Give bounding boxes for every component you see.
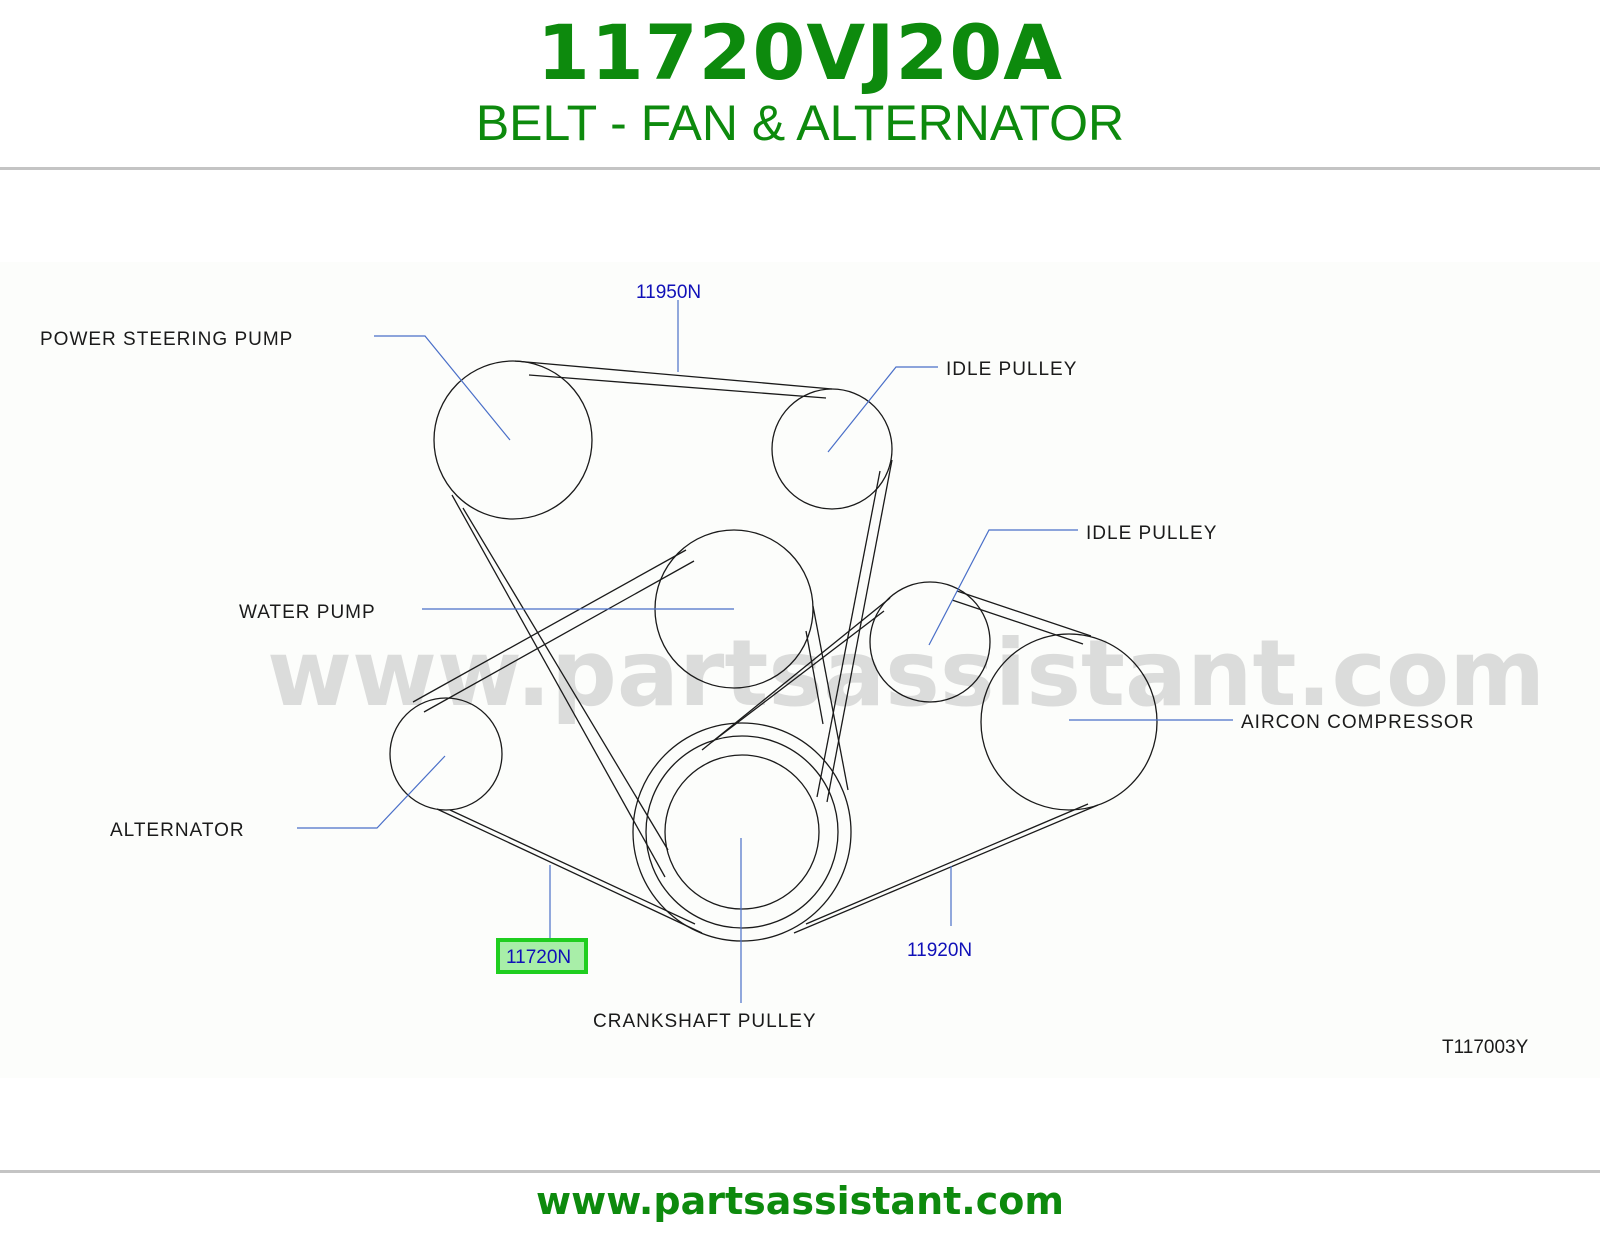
- label-alternator: ALTERNATOR: [110, 820, 245, 841]
- highlight-box[interactable]: [496, 938, 588, 974]
- leader-power-steering: [374, 335, 511, 441]
- leader-idle-lower: [928, 529, 1078, 646]
- idle-pulley-upper: [771, 388, 893, 510]
- watermark: www.partsassistant.com: [267, 620, 1545, 727]
- figure-reference: T117003Y: [1442, 1037, 1529, 1058]
- alternator-pulley: [389, 697, 503, 811]
- leader-alternator: [297, 755, 446, 829]
- header-divider: [0, 167, 1600, 170]
- part-code-11720n[interactable]: 11720N: [506, 947, 571, 968]
- footer-divider: [0, 1170, 1600, 1173]
- label-water-pump: WATER PUMP: [239, 602, 376, 623]
- power-steering-pump-pulley: [433, 360, 593, 520]
- part-code-11950n[interactable]: 11950N: [636, 282, 701, 303]
- highlighted-part-code[interactable]: 11720N: [496, 938, 588, 974]
- idle-pulley-lower: [869, 581, 991, 703]
- leader-lines: [297, 300, 1233, 1003]
- belt-aircon: [701, 590, 1099, 934]
- belts-and-pulleys: [389, 360, 1158, 942]
- part-code-11920n[interactable]: 11920N: [907, 940, 972, 961]
- belt-fan-alternator: [412, 549, 849, 934]
- label-power-steering-pump: POWER STEERING PUMP: [40, 329, 293, 350]
- label-aircon-compressor: AIRCON COMPRESSOR: [1241, 712, 1474, 733]
- label-idle-pulley-upper: IDLE PULLEY: [946, 359, 1077, 380]
- crankshaft-pulley-middle: [645, 735, 839, 929]
- footer-website-link[interactable]: www.partsassistant.com: [536, 1179, 1064, 1223]
- label-crankshaft-pulley: CRANKSHAFT PULLEY: [593, 1011, 817, 1032]
- leader-idle-upper: [827, 366, 938, 453]
- page-header: 11720VJ20A BELT - FAN & ALTERNATOR: [0, 0, 1600, 168]
- belt-power-steering: [451, 360, 893, 878]
- aircon-compressor-pulley: [980, 633, 1158, 811]
- crankshaft-pulley-outer: [632, 722, 852, 942]
- part-number-title: 11720VJ20A: [536, 8, 1064, 97]
- part-name-subtitle: BELT - FAN & ALTERNATOR: [475, 95, 1125, 151]
- crankshaft-pulley-inner: [664, 754, 820, 910]
- label-idle-pulley-lower: IDLE PULLEY: [1086, 523, 1217, 544]
